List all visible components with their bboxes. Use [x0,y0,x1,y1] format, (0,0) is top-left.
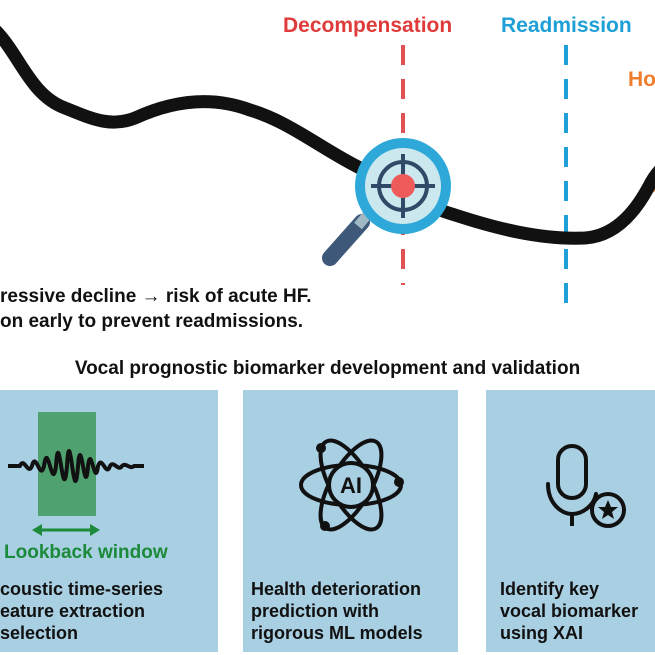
narrative-line-2: on early to prevent readmissions. [0,311,304,332]
svg-text:AI: AI [340,473,362,498]
lookback-window-label: Lookback window [4,542,168,563]
magnifier-icon [322,138,451,266]
card-1-line-2: eature extraction [0,601,146,621]
card-2-text: Health deterioration prediction with rig… [251,578,423,644]
section-title: Vocal prognostic biomarker development a… [74,358,581,379]
ai-atom-icon: AI [299,438,404,532]
microphone-star-icon [546,444,626,528]
card-2-line-2: prediction with [251,601,379,621]
card-1-line-1: coustic time-series [0,579,164,599]
card-ml-prediction: AI Health deterioration prediction with … [243,390,458,652]
card-1-line-3: selection [0,623,79,643]
card-3-line-1: Identify key [500,579,600,599]
card-feature-extraction: Lookback window coustic time-series eatu… [0,390,218,652]
card-3-text: Identify key vocal biomarker using XAI [500,578,638,644]
health-trajectory-curve [0,25,655,245]
card-2-line-1: Health deterioration [251,579,422,599]
decompensation-label: Decompensation [283,14,453,37]
target-dot [391,174,415,198]
card-3-line-3: using XAI [500,623,584,643]
card-3-line-2: vocal biomarker [500,601,639,621]
card-xai-biomarkers: Identify key vocal biomarker using XAI [486,390,655,652]
waveform-icon [8,412,144,536]
narrative-line-1: ressive decline → risk of acute HF. [0,286,312,307]
partial-event-label: Ho [628,68,655,91]
readmission-label: Readmission [501,14,632,37]
card-1-text: coustic time-series eature extraction se… [0,578,163,644]
card-2-line-3: rigorous ML models [251,623,423,643]
